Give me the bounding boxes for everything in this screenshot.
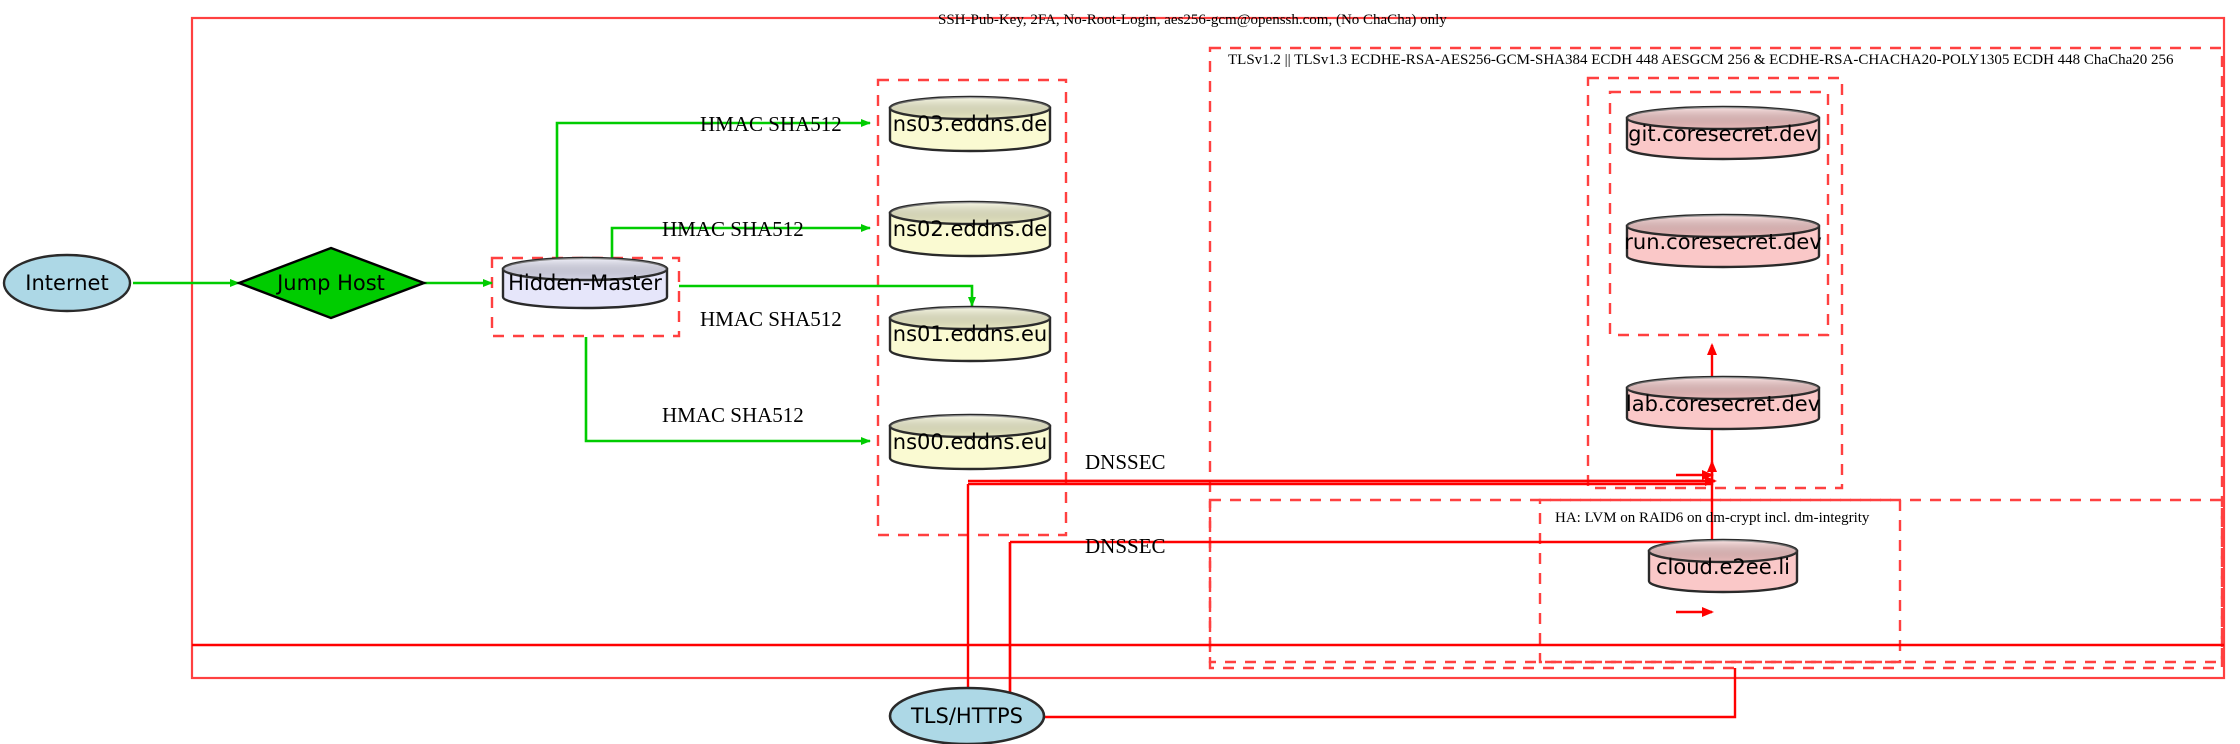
edge-label-dnssec-2: DNSSEC xyxy=(1085,534,1166,558)
node-jump-host[interactable] xyxy=(235,246,428,320)
edge-hiddenmaster-ns00 xyxy=(584,337,871,445)
edge-label-hmac-ns01: HMAC SHA512 xyxy=(700,307,842,331)
edge-hiddenmaster-ns02 xyxy=(610,224,871,265)
edge-label-dnssec-1: DNSSEC xyxy=(1085,450,1166,474)
cluster-ha-outer xyxy=(1208,498,2224,664)
node-cloud-e2ee[interactable] xyxy=(1647,538,1799,594)
node-ns02[interactable] xyxy=(888,200,1052,258)
node-git-coresecret[interactable] xyxy=(1625,105,1821,161)
node-ns03[interactable] xyxy=(888,95,1052,153)
node-ns01[interactable] xyxy=(888,305,1052,363)
cluster-coresecret-inner xyxy=(1608,90,1830,337)
top-ssh-policy-label: SSH-Pub-Key, 2FA, No-Root-Login, aes256-… xyxy=(938,12,1447,28)
edge-label-hmac-ns00: HMAC SHA512 xyxy=(662,403,804,427)
cluster-label-tls: TLSv1.2 || TLSv1.3 ECDHE-RSA-AES256-GCM-… xyxy=(1228,52,2174,68)
node-tls-https[interactable] xyxy=(888,686,1046,744)
edge-label-hmac-ns03: HMAC SHA512 xyxy=(700,112,842,136)
edge-hiddenmaster-ns01 xyxy=(679,284,976,307)
cluster-tls xyxy=(1208,46,2224,670)
node-run-coresecret[interactable] xyxy=(1625,213,1821,269)
cluster-hidden-master xyxy=(490,256,681,338)
edge-hiddenmaster-ns03 xyxy=(555,119,871,265)
cluster-label-ha: HA: LVM on RAID6 on dm-crypt incl. dm-in… xyxy=(1555,510,1870,526)
node-internet[interactable] xyxy=(2,253,132,313)
edge-tlshttps-right xyxy=(1043,668,1737,719)
node-hidden-master[interactable] xyxy=(501,256,669,310)
node-lab-coresecret[interactable] xyxy=(1625,375,1821,431)
node-ns00[interactable] xyxy=(888,413,1052,471)
cluster-coresecret-outer xyxy=(1586,76,1844,490)
outer-boundary-box xyxy=(190,16,2226,680)
edge-label-hmac-ns02: HMAC SHA512 xyxy=(662,217,804,241)
